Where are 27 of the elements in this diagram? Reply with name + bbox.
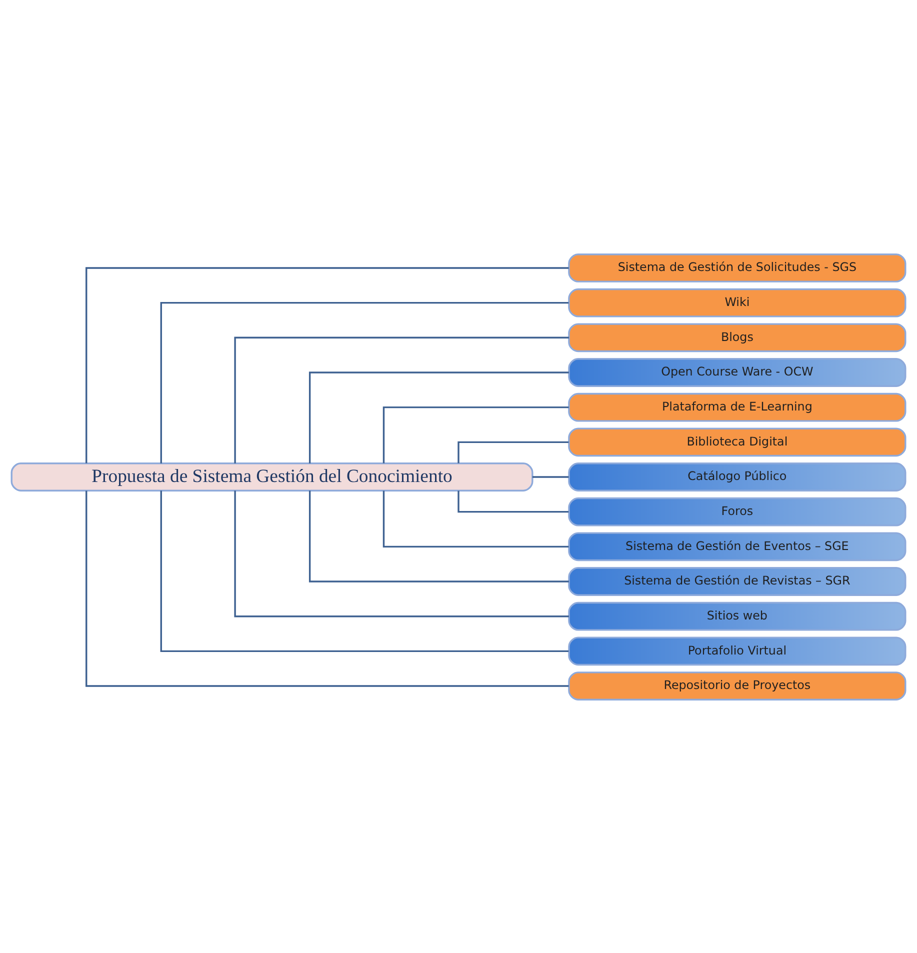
connector — [234, 336, 569, 463]
connector — [382, 406, 569, 463]
node-box: Sitios web — [568, 601, 906, 630]
node-box: Sistema de Gestión de Eventos – SGE — [568, 532, 906, 561]
node-box: Propuesta de Sistema Gestión del Conocimiento — [10, 462, 534, 491]
connector — [234, 490, 569, 617]
node-box: Foros — [568, 496, 906, 526]
connector — [458, 490, 569, 512]
connector — [160, 301, 569, 463]
node-box: Sistema de Gestión de Solicitudes - SGS — [568, 253, 906, 282]
node-box: Biblioteca Digital — [568, 427, 906, 456]
node-box: Wiki — [568, 288, 906, 317]
node-box: Open Course Ware - OCW — [568, 358, 906, 386]
connector — [160, 490, 569, 652]
node-box: Blogs — [568, 322, 906, 352]
node-box: Sistema de Gestión de Revistas – SGR — [568, 566, 906, 596]
connector — [308, 490, 569, 582]
connector — [86, 266, 569, 463]
node-box: Repositorio de Proyectos — [568, 671, 906, 700]
connector — [532, 476, 569, 478]
node-box: Portafolio Virtual — [568, 636, 906, 666]
connector — [86, 490, 569, 686]
connector — [382, 490, 569, 548]
node-box: Catálogo Público — [568, 462, 906, 491]
connector — [458, 440, 569, 463]
node-box: Plataforma de E-Learning — [568, 392, 906, 422]
connector — [308, 371, 569, 463]
